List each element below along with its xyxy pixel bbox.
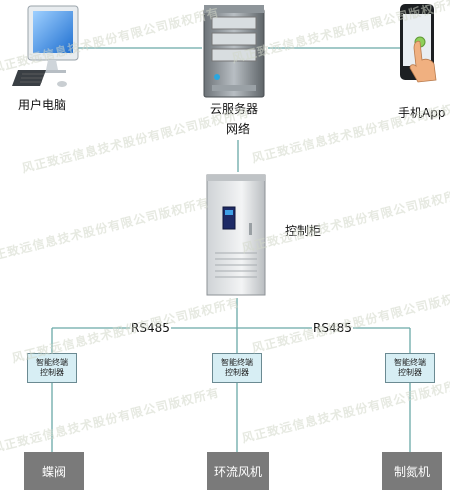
smart-terminal-controller-3: 智能终端 控制器 (385, 353, 435, 383)
device-label: 环流风机 (213, 464, 262, 479)
computer-icon (12, 5, 79, 87)
cabinet-icon (206, 174, 266, 296)
network-label: 网络 (226, 122, 251, 136)
terminal-line2: 控制器 (40, 368, 64, 377)
device-label: 蝶阀 (41, 464, 66, 479)
rs485-label-left: RS485 (130, 321, 171, 335)
device-label: 制氮机 (393, 464, 430, 479)
server-label: 云服务器 (210, 102, 259, 116)
device-butterfly-valve: 蝶阀 (24, 452, 84, 490)
pc-label: 用户电脑 (18, 98, 67, 112)
device-circulation-fan: 环流风机 (207, 452, 269, 490)
phone-label: 手机App (398, 106, 446, 120)
smart-terminal-controller-2: 智能终端 控制器 (212, 353, 262, 383)
smart-terminal-controller-1: 智能终端 控制器 (27, 353, 77, 383)
terminal-line2: 控制器 (398, 368, 422, 377)
cabinet-label: 控制柜 (285, 224, 322, 238)
server-icon (203, 5, 265, 98)
device-nitrogen-generator: 制氮机 (382, 452, 442, 490)
terminal-line2: 控制器 (225, 368, 249, 377)
terminal-line1: 智能终端 (36, 358, 68, 367)
terminal-line1: 智能终端 (221, 358, 253, 367)
terminal-line1: 智能终端 (394, 358, 426, 367)
rs485-label-right: RS485 (312, 321, 353, 335)
phone-icon (400, 4, 437, 83)
